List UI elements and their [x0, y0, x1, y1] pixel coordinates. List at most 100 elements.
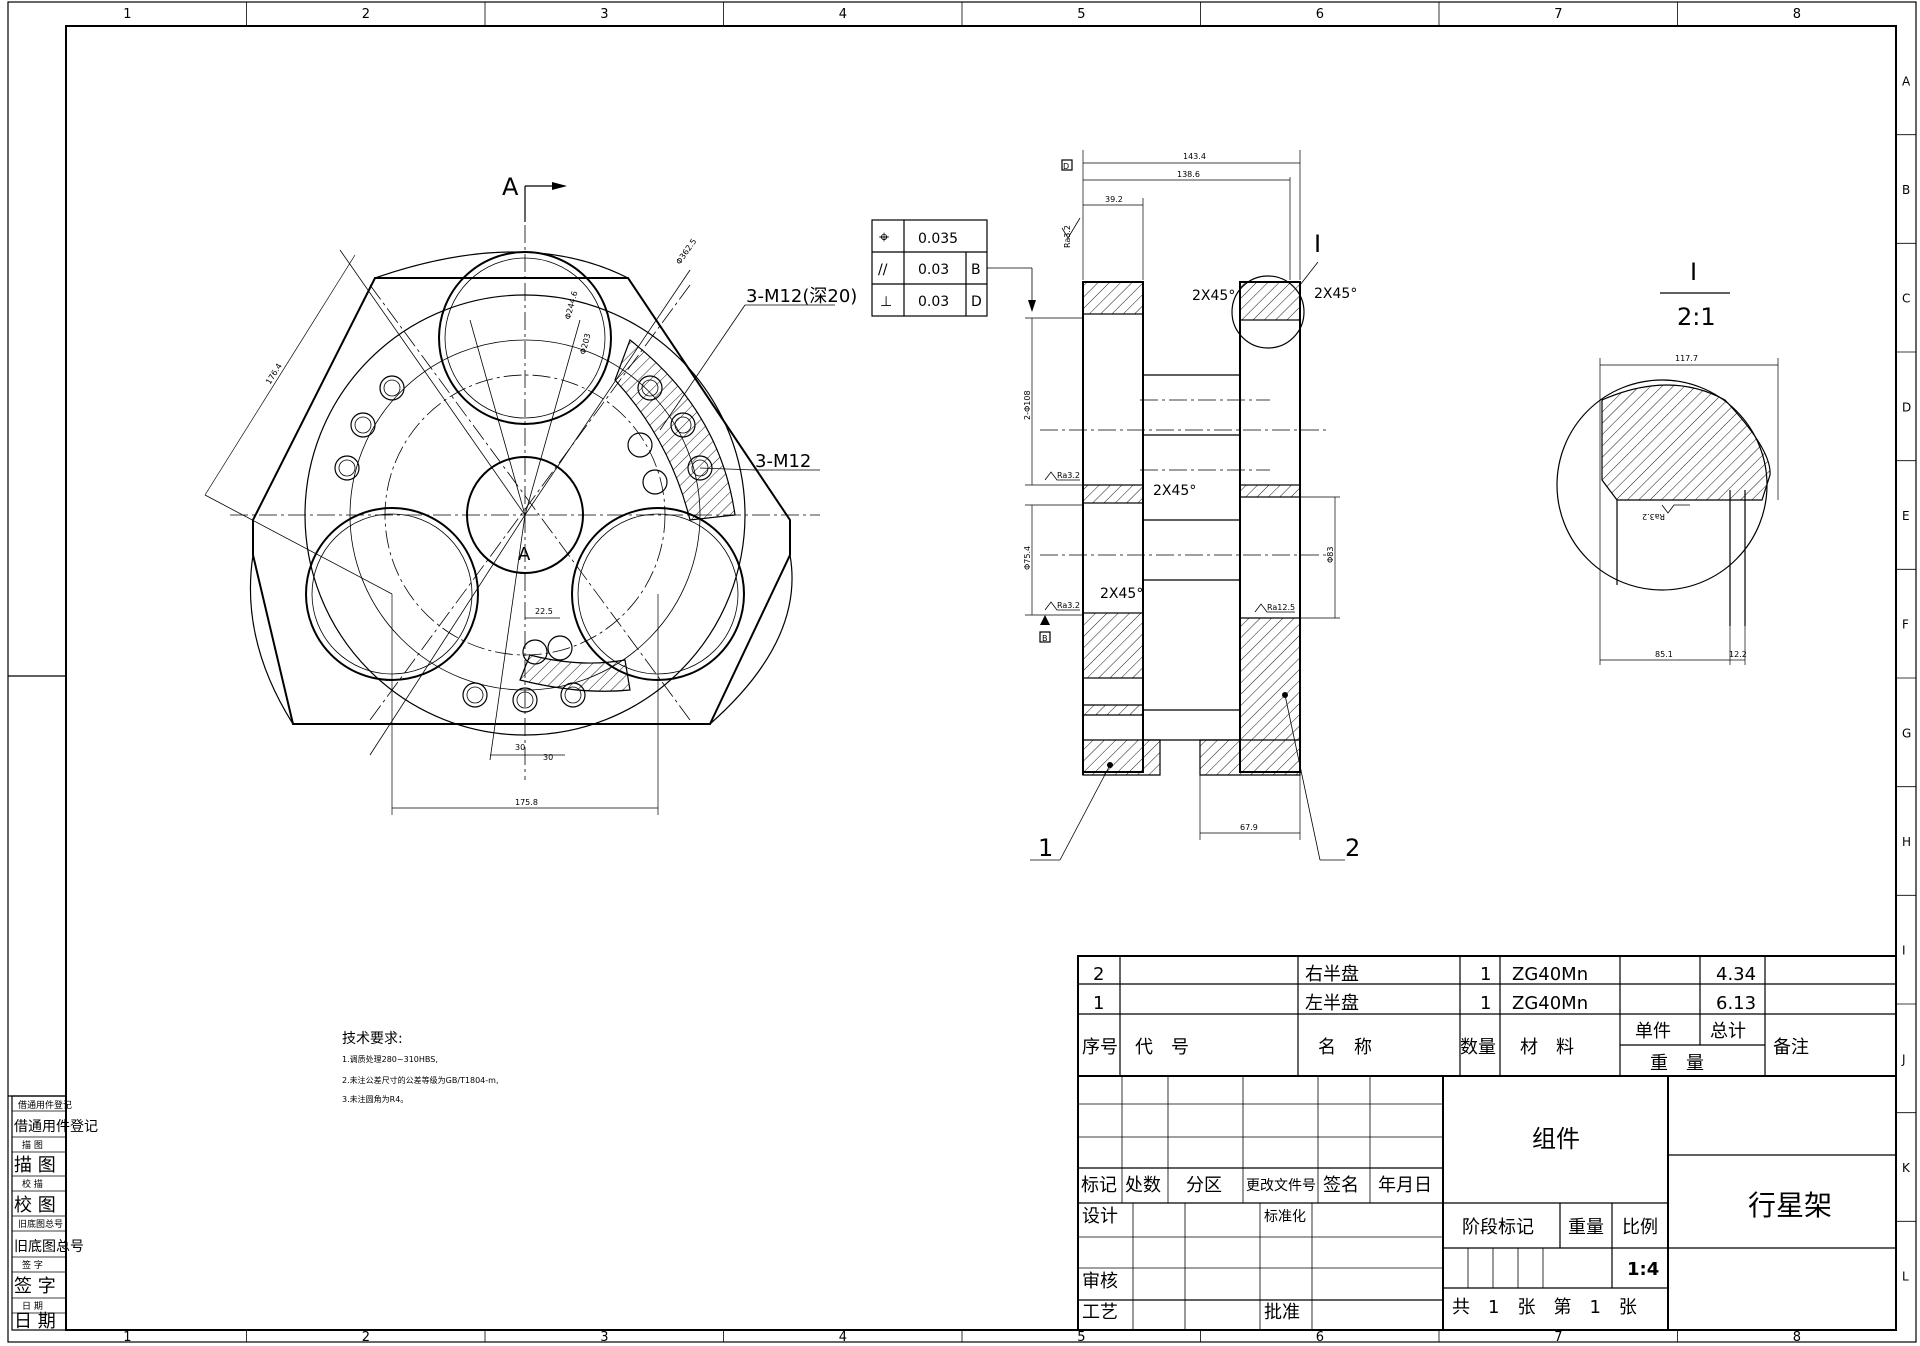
rev-header-sign: 签名	[1323, 1175, 1359, 1196]
callout-m12: 3-M12	[755, 451, 811, 472]
stamp-label-5: 签 字	[22, 1259, 43, 1271]
rev-header-count: 处数	[1125, 1175, 1161, 1196]
row-label-D: D	[1902, 400, 1911, 414]
row-label-A: A	[1902, 74, 1911, 88]
column-label-bottom-4: 4	[839, 1330, 847, 1345]
tol-value-1: 0.035	[918, 231, 958, 247]
tech-req-title: 技术要求:	[342, 1031, 403, 1047]
row-label-C: C	[1902, 292, 1910, 306]
stamp-overlay-2: 描 图	[14, 1155, 56, 1176]
dim-39-2: 39.2	[1105, 195, 1123, 204]
dim-phi-83: Φ83	[1326, 547, 1335, 563]
row-label-G: G	[1902, 726, 1911, 740]
dim-phi-244: Φ244.6	[563, 290, 579, 321]
dim-117-7: 117.7	[1675, 354, 1698, 363]
tol-symbol-2: //	[878, 262, 888, 278]
standardization-label: 标准化	[1264, 1209, 1306, 1225]
bom-header-name: 名 称	[1318, 1037, 1372, 1058]
weight-label: 重量	[1568, 1217, 1604, 1238]
stamp-overlay-1: 借通用件登记	[14, 1119, 98, 1135]
detail-ref-label: I	[1314, 230, 1321, 258]
column-label-bottom-1: 1	[123, 1330, 131, 1345]
tol-value-2: 0.03	[918, 262, 949, 278]
stamp-overlay-4: 旧底图总号	[14, 1239, 84, 1255]
tol-value-3: 0.03	[918, 294, 949, 310]
column-label-top-1: 1	[123, 7, 131, 22]
stamp-overlay-5: 签 字	[14, 1276, 56, 1297]
row-label-E: E	[1902, 509, 1910, 523]
dim-138-6: 138.6	[1177, 170, 1200, 179]
plan-section-label-lower: A	[518, 544, 531, 565]
design-label: 设计	[1082, 1206, 1118, 1227]
bom-row-2-total: 6.13	[1716, 993, 1756, 1014]
bom-header-no: 序号	[1082, 1037, 1118, 1058]
column-label-top-6: 6	[1316, 7, 1324, 22]
column-label-top-4: 4	[839, 7, 847, 22]
bom-row-1-total: 4.34	[1716, 964, 1756, 985]
tol-datum-2: B	[971, 262, 981, 278]
chamfer-3: 2X45°	[1153, 483, 1196, 499]
bom-row-2-qty: 1	[1480, 993, 1491, 1014]
rev-header-doc: 更改文件号	[1246, 1178, 1316, 1194]
column-label-top-8: 8	[1793, 7, 1801, 22]
detail-scale: 2:1	[1677, 303, 1716, 331]
column-label-bottom-3: 3	[600, 1330, 608, 1345]
tol-symbol-3: ⊥	[880, 294, 892, 310]
column-label-bottom-8: 8	[1793, 1330, 1801, 1345]
bom-header-qty: 数量	[1460, 1037, 1496, 1058]
row-label-K: K	[1902, 1161, 1911, 1175]
roughness-1: Ra3.2	[1063, 225, 1072, 248]
chamfer-2: 2X45°	[1314, 286, 1357, 302]
scale-value: 1:4	[1627, 1259, 1659, 1280]
sheet-count: 共 1 张 第 1 张	[1452, 1297, 1637, 1318]
callout-m12-deep: 3-M12(深20)	[746, 286, 857, 307]
stamp-label-6: 日 期	[22, 1301, 43, 1312]
approve-label: 批准	[1264, 1302, 1300, 1323]
bom-row-2-name: 左半盘	[1305, 993, 1359, 1014]
rev-header-date: 年月日	[1378, 1175, 1432, 1196]
bom-row-1-qty: 1	[1480, 964, 1491, 985]
detail-view	[1556, 292, 1779, 665]
plan-view	[204, 182, 835, 815]
column-label-bottom-6: 6	[1316, 1330, 1324, 1345]
dim-12-2: 12.2	[1729, 650, 1747, 659]
bom-row-1-material: ZG40Mn	[1512, 964, 1588, 985]
roughness-3: Ra3.2	[1057, 601, 1080, 610]
part-balloon-1: 1	[1038, 834, 1053, 862]
dim-67-9: 67.9	[1240, 823, 1258, 832]
bom-table	[1077, 955, 1897, 1077]
row-label-H: H	[1902, 835, 1911, 849]
bom-row-1-no: 2	[1093, 964, 1104, 985]
datum-bottom-label: B	[1042, 634, 1048, 643]
detail-label: I	[1690, 258, 1697, 286]
tol-symbol-1: ⌖	[879, 227, 889, 248]
scale-label: 比例	[1622, 1217, 1658, 1238]
column-label-top-3: 3	[600, 7, 608, 22]
bom-header-total: 总计	[1710, 1021, 1746, 1042]
datum-top-label: D	[1063, 162, 1069, 171]
column-label-top-7: 7	[1554, 7, 1562, 22]
column-label-top-2: 2	[362, 7, 370, 22]
stamp-label-1: 借通用件登记	[18, 1099, 72, 1111]
dim-phi-203: Φ203	[578, 332, 592, 355]
column-label-bottom-7: 7	[1554, 1330, 1562, 1345]
tech-req-item-3: 3.未注圆角为R4。	[342, 1094, 408, 1104]
row-label-B: B	[1902, 183, 1910, 197]
bom-row-2-no: 1	[1093, 993, 1104, 1014]
part-balloon-2: 2	[1345, 834, 1360, 862]
stamp-label-2: 描 图	[22, 1139, 43, 1151]
bom-header-weight: 重 量	[1650, 1053, 1704, 1074]
chamfer-4: 2X45°	[1100, 586, 1143, 602]
row-label-J: J	[1901, 1052, 1906, 1066]
stamp-label-4: 旧底图总号	[18, 1218, 63, 1230]
dim-30-a: 30	[515, 743, 525, 752]
dim-phi-362: Φ362.5	[674, 237, 698, 266]
stamp-overlay-3: 校 图	[14, 1195, 56, 1216]
plan-section-label: A	[502, 173, 519, 201]
detail-roughness: Ra3.2	[1642, 512, 1665, 521]
chamfer-1: 2X45°	[1192, 288, 1235, 304]
dim-143-4: 143.4	[1183, 152, 1206, 161]
